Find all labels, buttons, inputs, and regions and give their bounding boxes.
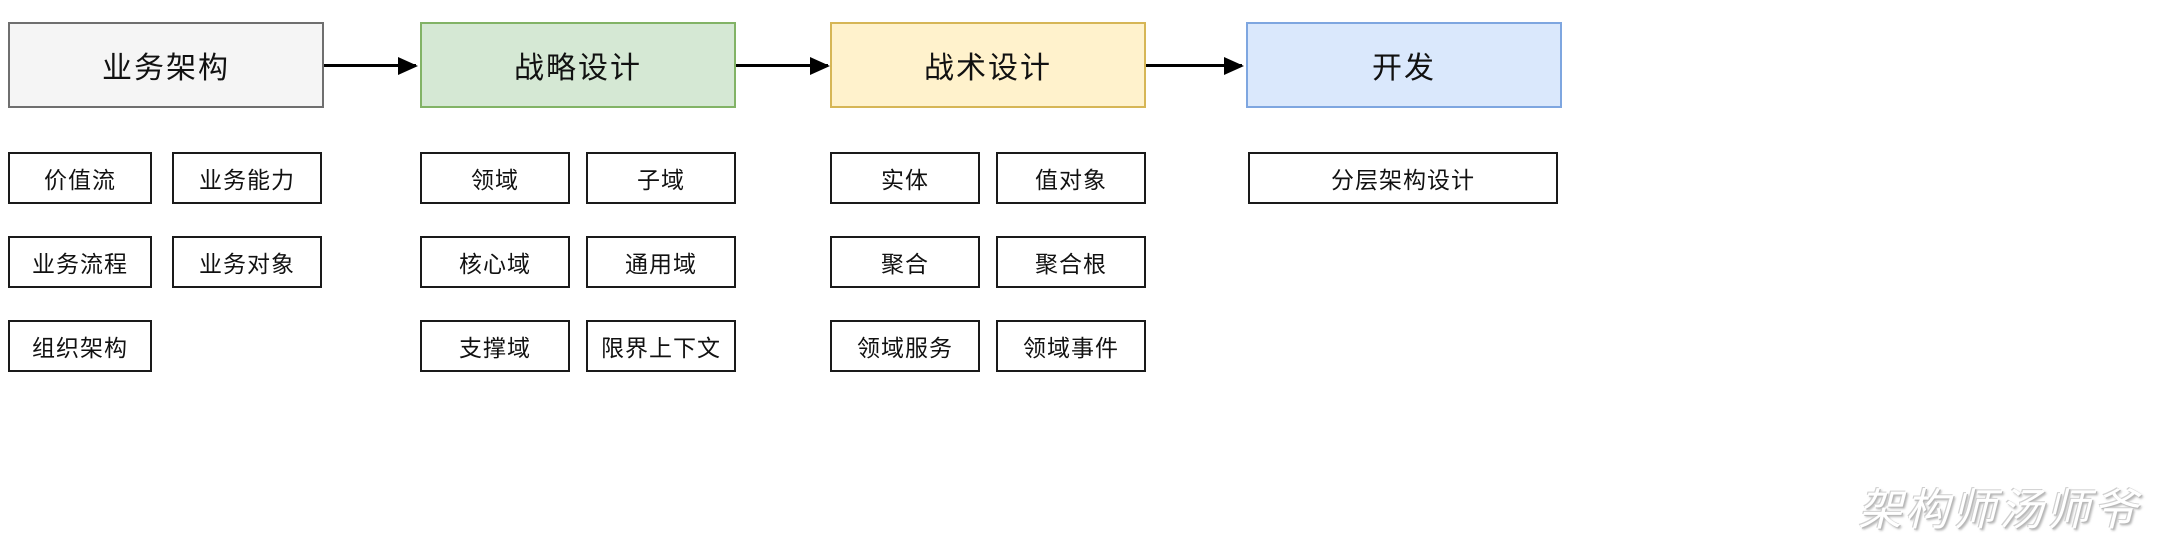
arrow-right-icon xyxy=(1146,64,1242,67)
item-box-generic-domain[interactable]: 通用域 xyxy=(586,236,736,288)
item-label: 价值流 xyxy=(44,167,116,193)
item-box-aggregate[interactable]: 聚合 xyxy=(830,236,980,288)
item-box-org-structure[interactable]: 组织架构 xyxy=(8,320,152,372)
arrow-right-icon xyxy=(324,64,416,67)
item-box-core-domain[interactable]: 核心域 xyxy=(420,236,570,288)
phase-box-business-architecture[interactable]: 业务架构 xyxy=(8,22,324,108)
item-box-value-object[interactable]: 值对象 xyxy=(996,152,1146,204)
item-label: 支撑域 xyxy=(459,335,531,361)
item-box-entity[interactable]: 实体 xyxy=(830,152,980,204)
item-label: 业务能力 xyxy=(199,167,295,193)
item-label: 业务对象 xyxy=(199,251,295,277)
item-label: 实体 xyxy=(881,167,929,193)
item-box-subdomain[interactable]: 子域 xyxy=(586,152,736,204)
item-label: 业务流程 xyxy=(32,251,128,277)
item-label: 分层架构设计 xyxy=(1331,167,1475,193)
item-box-domain-service[interactable]: 领域服务 xyxy=(830,320,980,372)
item-label: 领域 xyxy=(471,167,519,193)
item-label: 通用域 xyxy=(625,251,697,277)
arrow-right-icon xyxy=(736,64,828,67)
phase-label: 战术设计 xyxy=(924,52,1052,85)
phase-box-tactical-design[interactable]: 战术设计 xyxy=(830,22,1146,108)
item-box-business-capability[interactable]: 业务能力 xyxy=(172,152,322,204)
watermark-text: 架构师汤师爷 xyxy=(1858,486,2140,535)
item-box-layered-architecture-design[interactable]: 分层架构设计 xyxy=(1248,152,1558,204)
item-box-domain[interactable]: 领域 xyxy=(420,152,570,204)
item-label: 限界上下文 xyxy=(601,335,721,361)
item-box-business-process[interactable]: 业务流程 xyxy=(8,236,152,288)
phase-box-development[interactable]: 开发 xyxy=(1246,22,1562,108)
item-label: 组织架构 xyxy=(32,335,128,361)
item-label: 核心域 xyxy=(459,251,531,277)
item-label: 子域 xyxy=(637,167,685,193)
item-label: 领域事件 xyxy=(1023,335,1119,361)
item-box-value-stream[interactable]: 价值流 xyxy=(8,152,152,204)
item-label: 聚合根 xyxy=(1035,251,1107,277)
item-label: 值对象 xyxy=(1035,167,1107,193)
item-box-supporting-domain[interactable]: 支撑域 xyxy=(420,320,570,372)
item-label: 聚合 xyxy=(881,251,929,277)
phase-label: 战略设计 xyxy=(514,52,642,85)
item-box-aggregate-root[interactable]: 聚合根 xyxy=(996,236,1146,288)
phase-label: 业务架构 xyxy=(102,52,230,85)
item-box-business-object[interactable]: 业务对象 xyxy=(172,236,322,288)
phase-label: 开发 xyxy=(1372,52,1436,85)
item-box-domain-event[interactable]: 领域事件 xyxy=(996,320,1146,372)
phase-box-strategic-design[interactable]: 战略设计 xyxy=(420,22,736,108)
item-label: 领域服务 xyxy=(857,335,953,361)
item-box-bounded-context[interactable]: 限界上下文 xyxy=(586,320,736,372)
